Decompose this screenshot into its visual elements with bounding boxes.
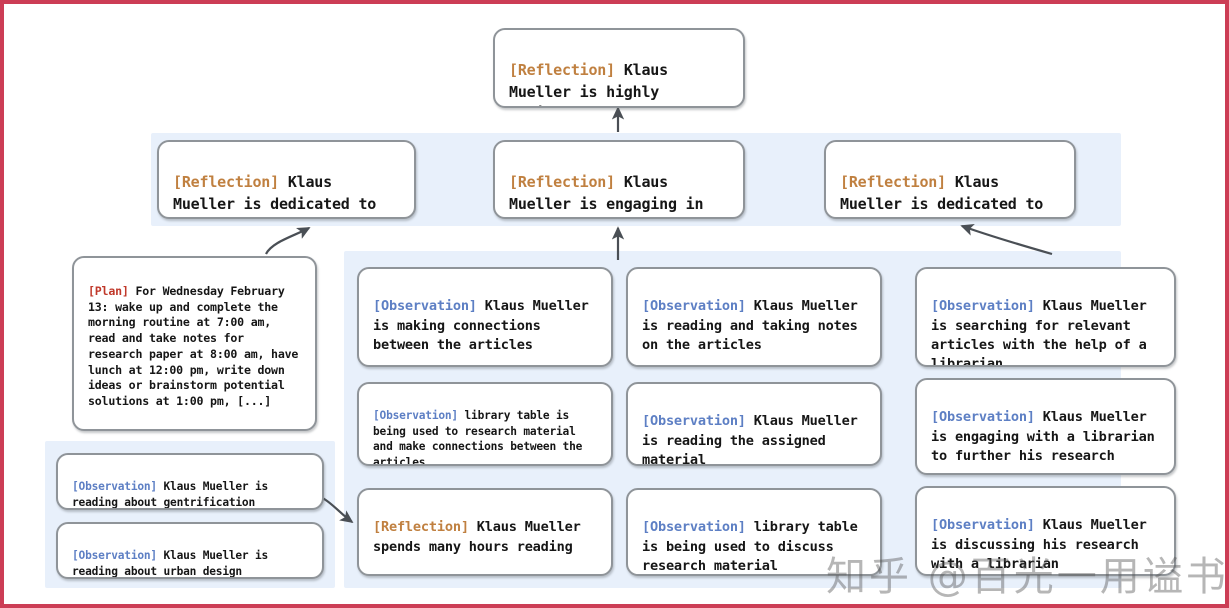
node-text: Klaus Mueller is making connections betw… — [373, 298, 589, 353]
node-col4-obs-discussing[interactable]: [Observation] Klaus Mueller is discussin… — [915, 486, 1176, 576]
node-tag-reflection: [Reflection] — [509, 61, 615, 80]
node-col2-obs-library-table[interactable]: [Observation] library table is being use… — [357, 382, 613, 466]
node-tag-reflection: [Reflection] — [840, 173, 946, 192]
node-tag-reflection: [Reflection] — [509, 173, 615, 192]
node-tag-observation: [Observation] — [642, 298, 746, 315]
node-obs-gentrification[interactable]: [Observation] Klaus Mueller is reading a… — [56, 453, 324, 510]
node-text: Klaus Mueller is reading about gentrific… — [72, 480, 269, 509]
node-text: For Wednesday February 13: wake up and c… — [88, 283, 299, 409]
node-tag-observation: [Observation] — [642, 519, 746, 536]
node-col4-obs-engaging[interactable]: [Observation] Klaus Mueller is engaging … — [915, 378, 1176, 475]
node-tag-observation: [Observation] — [931, 517, 1035, 534]
node-top-reflection[interactable]: [Reflection] Klaus Mueller is highly ded… — [493, 28, 745, 108]
node-reflection-right[interactable]: [Reflection] Klaus Mueller is dedicated … — [824, 140, 1076, 219]
node-tag-observation: [Observation] — [642, 413, 746, 430]
node-col2-obs-connections[interactable]: [Observation] Klaus Mueller is making co… — [357, 267, 613, 367]
node-col2-reflection-hours[interactable]: [Reflection] Klaus Mueller spends many h… — [357, 488, 613, 576]
node-text: Klaus Mueller is searching for relevant … — [931, 298, 1147, 367]
node-tag-reflection: [Reflection] — [173, 173, 279, 192]
node-obs-urban-design[interactable]: [Observation] Klaus Mueller is reading a… — [56, 522, 324, 579]
node-text: Klaus Mueller is highly dedicated to res… — [509, 61, 695, 106]
node-text: library table is being used to discuss r… — [642, 519, 858, 574]
node-tag-observation: [Observation] — [373, 409, 458, 423]
node-col3-obs-assigned[interactable]: [Observation] Klaus Mueller is reading t… — [626, 382, 882, 466]
node-col4-obs-searching[interactable]: [Observation] Klaus Mueller is searching… — [915, 267, 1176, 367]
node-text: Klaus Mueller is discussing his research… — [931, 517, 1147, 572]
node-col3-obs-taking-notes[interactable]: [Observation] Klaus Mueller is reading a… — [626, 267, 882, 367]
node-text: Klaus Mueller is dedicated to research — [173, 173, 377, 217]
node-tag-observation: [Observation] — [72, 549, 157, 563]
node-tag-observation: [Observation] — [931, 298, 1035, 315]
node-text: Klaus Mueller is engaging with a librari… — [931, 409, 1155, 464]
node-col3-obs-discuss-table[interactable]: [Observation] library table is being use… — [626, 488, 882, 576]
node-text: Klaus Mueller is reading and taking note… — [642, 298, 858, 353]
node-tag-reflection: [Reflection] — [373, 519, 469, 536]
arrow-plan-to-left-reflection — [265, 227, 311, 255]
node-text: Klaus Mueller spends many hours reading — [373, 519, 581, 555]
node-tag-plan: [Plan] — [88, 283, 129, 298]
node-tag-observation: [Observation] — [72, 480, 157, 494]
node-plan[interactable]: [Plan] For Wednesday February 13: wake u… — [72, 256, 317, 431]
node-text: Klaus Mueller is reading about urban des… — [72, 549, 269, 578]
arrow-col4-to-right-reflection — [960, 224, 1053, 256]
node-tag-observation: [Observation] — [931, 409, 1035, 426]
node-text: Klaus Mueller is engaging in research ac… — [509, 173, 704, 217]
node-text: Klaus Mueller is reading the assigned ma… — [642, 413, 858, 466]
node-reflection-mid[interactable]: [Reflection] Klaus Mueller is engaging i… — [493, 140, 745, 219]
node-tag-observation: [Observation] — [373, 298, 477, 315]
node-text: library table is being used to research … — [373, 409, 583, 466]
node-reflection-left[interactable]: [Reflection] Klaus Mueller is dedicated … — [157, 140, 416, 219]
node-text: Klaus Mueller is dedicated to research — [840, 173, 1044, 217]
